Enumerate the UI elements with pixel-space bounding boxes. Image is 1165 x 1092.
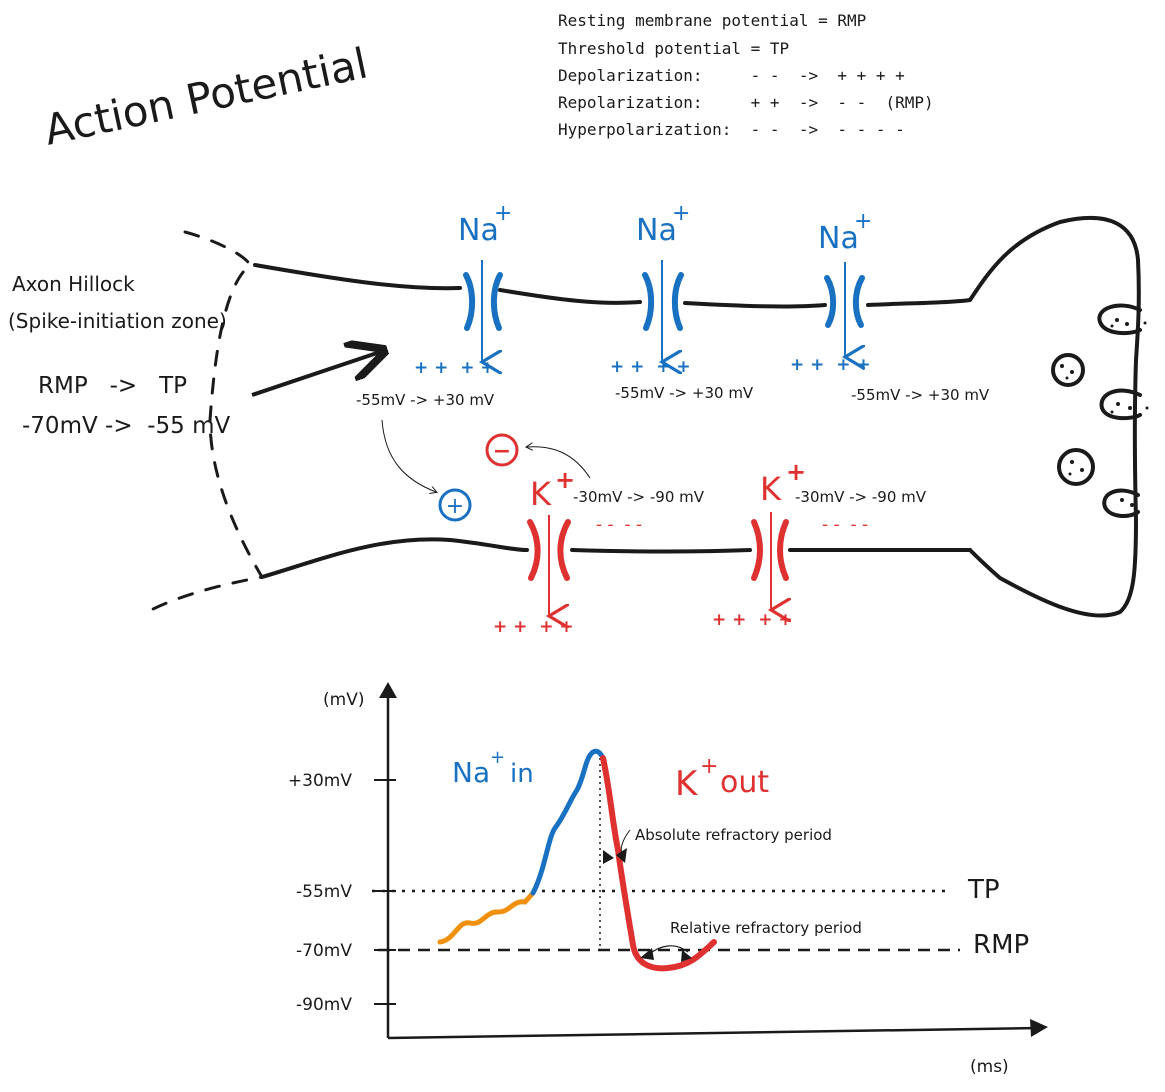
negative-charge-marker: − xyxy=(485,433,519,467)
potassium-transition: -30mV -> -90 mV xyxy=(795,488,927,506)
svg-text:−: − xyxy=(493,439,511,464)
na-in-label: Na xyxy=(452,756,490,789)
potassium-channel-1: K + -30mV -> -90 mV - - - - + + + + xyxy=(493,466,705,637)
na-in-rest: in xyxy=(510,759,534,789)
y-tick-label: -55mV xyxy=(296,882,352,902)
sodium-charge: + xyxy=(854,209,872,234)
legend-tp: Threshold potential = TP xyxy=(558,39,789,58)
axon-hillock-labels: Axon Hillock (Spike-initiation zone) RMP… xyxy=(8,272,230,439)
relative-refractory-arrow-left xyxy=(640,948,654,960)
rmp-label: RMP xyxy=(973,930,1029,960)
y-axis-arrowhead xyxy=(379,682,397,698)
potassium-inner-charges: - - - - xyxy=(822,515,868,535)
sodium-ion-label: Na xyxy=(458,213,499,248)
depolarization-curve xyxy=(530,748,606,896)
absolute-refractory-arrow-right xyxy=(616,848,627,863)
voltage-change-label: -70mV -> -55 mV xyxy=(22,413,230,439)
rmp-to-tp-label: RMP -> TP xyxy=(38,373,187,399)
sodium-charge: + xyxy=(494,201,512,226)
x-axis-label: (ms) xyxy=(970,1057,1009,1077)
axon-hillock-label: Axon Hillock xyxy=(12,272,135,296)
prepotential-curve xyxy=(437,890,536,945)
y-tick-label: -90mV xyxy=(296,995,352,1015)
charge-flow-arrow-2 xyxy=(527,447,591,479)
legend-rmp: Resting membrane potential = RMP xyxy=(558,11,866,30)
legend-depolarization: Depolarization: - - -> + + + + xyxy=(558,66,905,85)
sodium-transition: -55mV -> +30 mV xyxy=(851,386,990,404)
action-potential-chart: (mV) (ms) +30mV -55mV -70mV -90mV TP RMP Na… xyxy=(288,682,1048,1077)
potassium-outer-charges: + + + + xyxy=(712,610,793,630)
sodium-charges: + + + + xyxy=(610,357,691,377)
sodium-charge: + xyxy=(672,201,690,226)
y-tick-label: +30mV xyxy=(288,771,352,791)
axon-terminal-vesicles xyxy=(1051,303,1149,518)
potassium-transition: -30mV -> -90 mV xyxy=(573,488,705,506)
absolute-refractory-arrow-left xyxy=(603,850,614,864)
x-axis-arrowhead xyxy=(1030,1019,1048,1037)
sodium-transition: -55mV -> +30 mV xyxy=(615,384,754,402)
potassium-channel-2: K + -30mV -> -90 mV - - - - + + + + xyxy=(712,458,927,630)
sodium-channel-2: Na + + + + + -55mV -> +30 mV xyxy=(610,201,754,402)
na-in-charge: + xyxy=(490,747,505,768)
legend-repolarization: Repolarization: + + -> - - (RMP) xyxy=(558,93,934,112)
k-out-label: K xyxy=(675,764,699,804)
potassium-outer-charges: + + + + xyxy=(493,617,574,637)
positive-charge-marker: + xyxy=(438,488,472,522)
page-title: Action Potential xyxy=(40,38,372,154)
sodium-channel-1: Na + + + + + -55mV -> +30 mV xyxy=(356,201,512,409)
y-tick-label: -70mV xyxy=(296,941,352,961)
sodium-charges: + + + + xyxy=(414,358,495,378)
sodium-channel-3: Na + + + + + -55mV -> +30 mV xyxy=(790,209,990,404)
sodium-ion-label: Na xyxy=(636,213,677,248)
hillock-arrow xyxy=(251,352,380,397)
k-out-charge: + xyxy=(700,754,718,779)
potassium-ion-label: K xyxy=(530,475,552,513)
potassium-charge: + xyxy=(786,458,806,486)
charge-flow-arrow-1 xyxy=(381,419,436,492)
svg-text:+: + xyxy=(446,494,464,519)
sodium-transition: -55mV -> +30 mV xyxy=(356,391,495,409)
relative-refractory-arrow-right xyxy=(681,950,692,962)
y-axis-label: (mV) xyxy=(323,690,364,710)
k-out-rest: out xyxy=(720,765,769,800)
potassium-inner-charges: - - - - xyxy=(596,515,642,535)
sodium-charges: + + + + xyxy=(790,355,871,375)
x-axis xyxy=(387,1026,1041,1040)
potassium-ion-label: K xyxy=(760,470,782,508)
repolarization-curve xyxy=(600,755,717,972)
legend: Resting membrane potential = RMP Thresho… xyxy=(558,11,934,139)
threshold-label: TP xyxy=(967,875,1000,905)
absolute-refractory-label: Absolute refractory period xyxy=(635,826,832,844)
axon-outline xyxy=(145,216,1141,618)
legend-hyperpolarization: Hyperpolarization: - - -> - - - - xyxy=(558,120,905,139)
potassium-charge: + xyxy=(555,466,575,494)
spike-initiation-label: (Spike-initiation zone) xyxy=(8,309,227,333)
sodium-ion-label: Na xyxy=(818,221,859,256)
relative-refractory-label: Relative refractory period xyxy=(670,919,862,937)
